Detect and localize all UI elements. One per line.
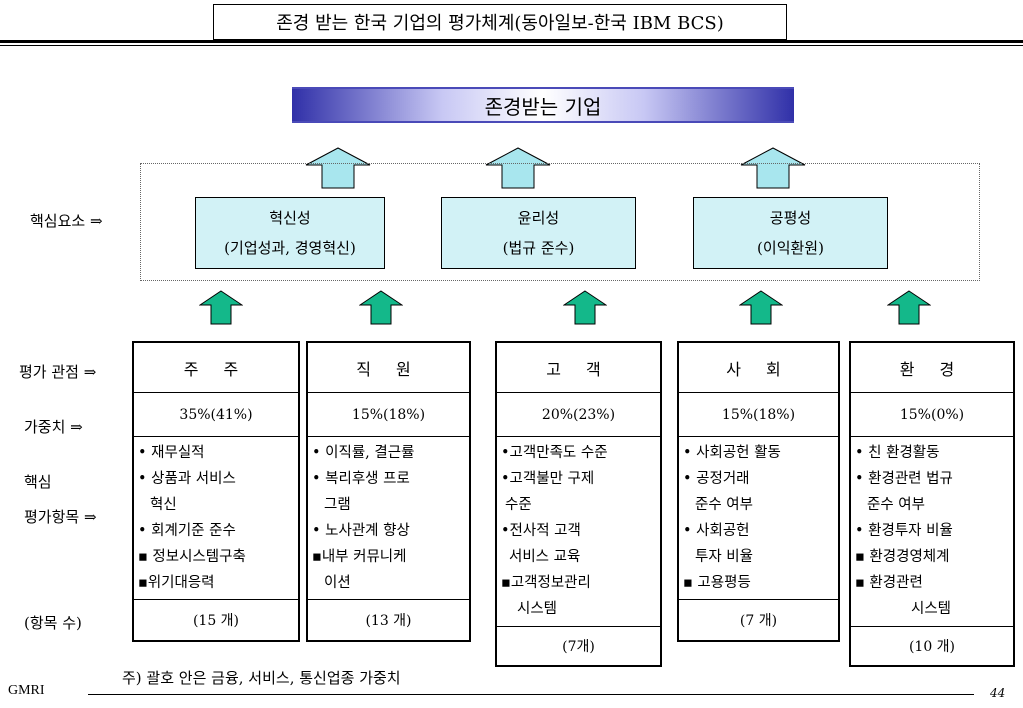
column-items: • 이직률, 결근률 • 복리후생 프로 그램 • 노사관계 향상 ▪내부 커뮤… [308, 437, 469, 600]
list-item: 준수 여부 [867, 497, 925, 513]
list-item: •고객만족도 수준 [501, 445, 608, 461]
core-name: 공평성 [769, 209, 812, 227]
weight-label: 가중치 ⇒ [24, 418, 83, 436]
column-count: (15 개) [192, 613, 240, 629]
list-item: 준수 여부 [695, 497, 753, 513]
core-box-ethics: 윤리성 (법규 준수) [441, 197, 636, 269]
list-item: • 이직률, 결근률 [312, 445, 415, 461]
list-item: ▪ 환경관련 [855, 575, 923, 591]
list-item: • 환경투자 비율 [855, 523, 953, 539]
list-item: • 사회공헌 [683, 523, 750, 539]
list-item: ▪고객정보관리 [501, 575, 591, 591]
list-item: 서비스 교육 [509, 549, 581, 565]
list-item: • 친 환경활동 [855, 445, 940, 461]
list-item: • 복리후생 프로 [312, 471, 410, 487]
header-rule-thin [0, 45, 1023, 46]
list-item: ▪내부 커뮤니케 [312, 549, 407, 565]
list-item: 이션 [324, 575, 351, 591]
up-arrow-icon [739, 290, 783, 325]
list-item: ▪ 고용평등 [683, 575, 751, 591]
core-detail: (이익환원) [757, 239, 824, 257]
list-item: ▪ 정보시스템구축 [138, 549, 246, 565]
list-item: 투자 비율 [695, 549, 753, 565]
column-items: • 재무실적 • 상품과 서비스 혁신 • 회계기준 준수 ▪ 정보시스템구축 … [134, 437, 298, 600]
list-item: 시스템 [517, 601, 558, 617]
list-item: 수준 [505, 497, 532, 513]
column-count: (7 개) [739, 613, 778, 629]
core-box-fairness: 공평성 (이익환원) [693, 197, 888, 269]
up-arrow-icon [305, 147, 371, 189]
page-number: 44 [990, 686, 1006, 700]
item-count-label: (항목 수) [24, 614, 82, 632]
up-arrow-icon [485, 147, 551, 189]
page-title: 존경 받는 한국 기업의 평가체계(동아일보-한국 IBM BCS) [213, 4, 787, 40]
column-shareholders: 주 주 35%(41%) • 재무실적 • 상품과 서비스 혁신 • 회계기준 … [132, 341, 300, 642]
column-count: (7개) [562, 639, 595, 655]
column-count: (13 개) [365, 613, 412, 629]
header-rule [0, 40, 1023, 43]
core-elements-group [140, 163, 980, 281]
core-elements-label: 핵심요소 ⇒ [30, 212, 103, 230]
list-item: • 공정거래 [683, 471, 750, 487]
list-item: •고객불만 구제 [501, 471, 595, 487]
column-items: • 친 환경활동 • 환경관련 법규 준수 여부 • 환경투자 비율 ▪ 환경경… [851, 437, 1013, 627]
core-detail: (기업성과, 경영혁신) [224, 239, 356, 257]
list-item: • 사회공헌 활동 [683, 445, 781, 461]
footer-rule [88, 694, 974, 695]
column-header: 주 주 [134, 343, 298, 393]
key-items-label-2: 평가항목 ⇒ [24, 508, 97, 526]
column-header: 사 회 [679, 343, 838, 393]
column-items: •고객만족도 수준 •고객불만 구제 수준 •전사적 고객 서비스 교육 ▪고객… [497, 437, 660, 627]
respected-company-banner: 존경받는 기업 [292, 87, 794, 123]
perspective-label: 평가 관점 ⇒ [19, 363, 97, 381]
footnote: 주) 괄호 안은 금융, 서비스, 통신업종 가중치 [122, 669, 401, 687]
up-arrow-icon [740, 147, 806, 189]
list-item: • 노사관계 향상 [312, 523, 410, 539]
column-society: 사 회 15%(18%) • 사회공헌 활동 • 공정거래 준수 여부 • 사회… [677, 341, 840, 642]
column-weight: 15%(18%) [308, 393, 469, 437]
list-item: ▪ 환경경영체계 [855, 549, 950, 565]
core-box-innovation: 혁신성 (기업성과, 경영혁신) [195, 197, 385, 269]
up-arrow-icon [359, 290, 403, 325]
list-item: • 재무실적 [138, 445, 205, 461]
column-environment: 환 경 15%(0%) • 친 환경활동 • 환경관련 법규 준수 여부 • 환… [849, 341, 1015, 667]
column-weight: 20%(23%) [497, 393, 660, 437]
column-items: • 사회공헌 활동 • 공정거래 준수 여부 • 사회공헌 투자 비율 ▪ 고용… [679, 437, 838, 600]
core-name: 혁신성 [269, 209, 311, 227]
core-name: 윤리성 [517, 209, 560, 227]
up-arrow-icon [887, 290, 931, 325]
list-item: 그램 [324, 497, 351, 513]
column-weight: 15%(0%) [851, 393, 1013, 437]
column-weight: 15%(18%) [679, 393, 838, 437]
org-label: GMRI [8, 683, 45, 698]
list-item: • 상품과 서비스 [138, 471, 236, 487]
up-arrow-icon [199, 290, 243, 325]
list-item: • 환경관련 법규 [855, 471, 953, 487]
list-item: 혁신 [150, 497, 177, 513]
column-header: 환 경 [851, 343, 1013, 393]
list-item: • 회계기준 준수 [138, 523, 236, 539]
list-item: 시스템 [911, 601, 952, 617]
core-detail: (법규 준수) [502, 239, 575, 257]
column-header: 고 객 [497, 343, 660, 393]
up-arrow-icon [563, 290, 607, 325]
column-customers: 고 객 20%(23%) •고객만족도 수준 •고객불만 구제 수준 •전사적 … [495, 341, 662, 667]
key-items-label: 핵심 [24, 473, 52, 491]
list-item: ▪위기대응력 [138, 575, 215, 591]
column-weight: 35%(41%) [134, 393, 298, 437]
column-header: 직 원 [308, 343, 469, 393]
column-employees: 직 원 15%(18%) • 이직률, 결근률 • 복리후생 프로 그램 • 노… [306, 341, 471, 642]
list-item: •전사적 고객 [501, 523, 581, 539]
column-count: (10 개) [908, 639, 956, 655]
